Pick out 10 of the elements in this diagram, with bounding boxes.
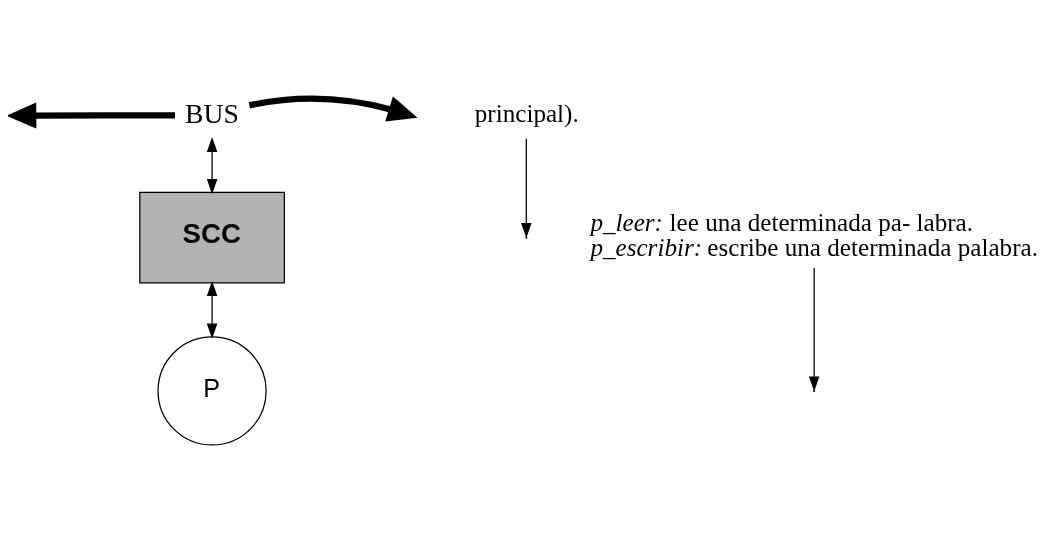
arrow [206, 280, 218, 339]
arrow [808, 266, 820, 391]
node-text: BUS [185, 97, 239, 129]
node-text: principal). [474, 99, 579, 127]
node-box: SCC [139, 191, 285, 283]
arrow [206, 136, 218, 194]
node-text: p_leer: lee una determinada pa- labra. p_escribir: escribe una determinada palabra. [590, 208, 1038, 261]
arrow [248, 95, 418, 121]
arrow [521, 137, 532, 238]
node-circle: P [157, 335, 267, 446]
